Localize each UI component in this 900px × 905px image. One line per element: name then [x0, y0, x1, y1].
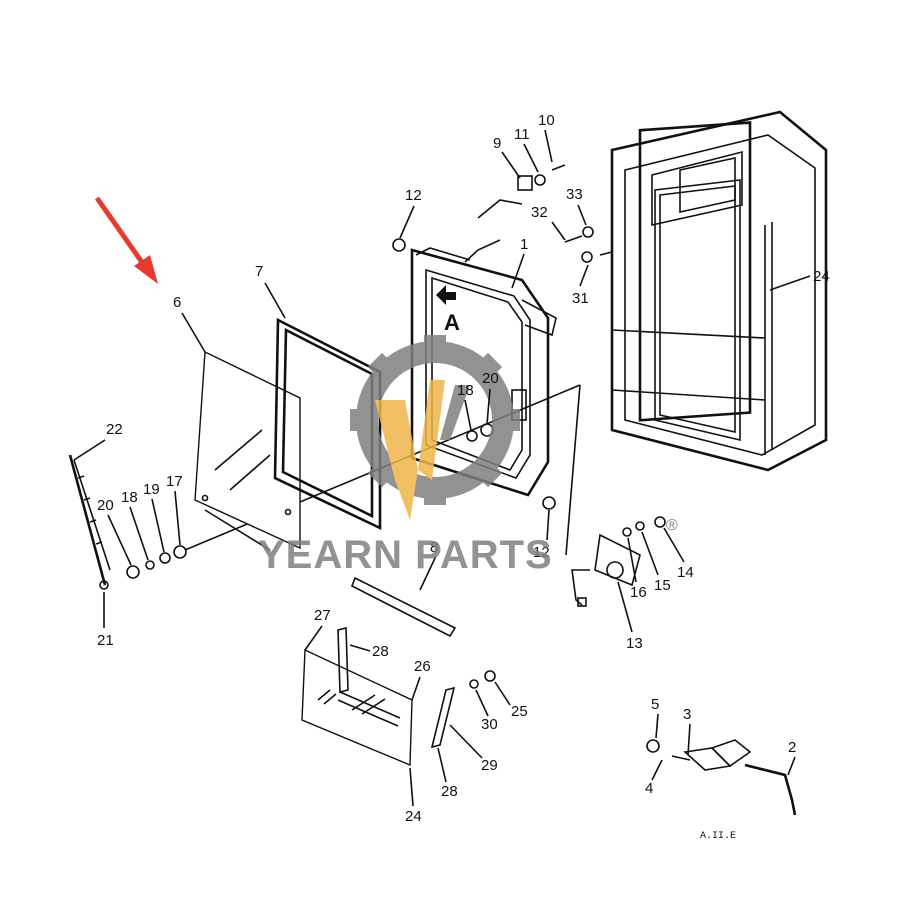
part-labels: 10 11 9 33 32 12 1 31 24 7 6 A 18 20 22 … — [97, 112, 830, 842]
watermark-brand: YEARN PARTS — [258, 533, 553, 577]
label-5: 5 — [651, 696, 659, 713]
window-glass — [194, 350, 301, 550]
label-22: 22 — [106, 421, 123, 438]
label-26: 27 — [314, 607, 331, 624]
watermark-logo — [350, 335, 520, 520]
watermark-text-group: YEARN PARTS ® — [258, 517, 678, 577]
page-code: A.II.E — [700, 831, 736, 842]
label-10: 10 — [538, 112, 555, 129]
label-28a: 28 — [372, 643, 389, 660]
wiper-hardware — [126, 545, 187, 579]
label-20a: 20 — [482, 370, 499, 387]
lower-strips — [337, 626, 496, 749]
label-17: 17 — [166, 473, 183, 490]
red-pointer-arrow — [94, 196, 158, 284]
label-12a: 12 — [405, 187, 422, 204]
label-13: 13 — [626, 635, 643, 652]
cab-body — [599, 110, 828, 472]
wiper-assembly — [68, 454, 111, 590]
label-27: 28 — [441, 783, 458, 800]
label-3: 3 — [683, 706, 691, 723]
label-14: 14 — [677, 564, 694, 581]
lower-glass — [301, 648, 413, 767]
label-18a: 18 — [457, 382, 474, 399]
label-16: 16 — [630, 584, 647, 601]
wiper-motor — [571, 516, 666, 607]
label-20b: 20 — [97, 497, 114, 514]
label-32: 32 — [531, 204, 548, 221]
label-4: 4 — [645, 780, 653, 797]
label-29: 25 — [511, 703, 528, 720]
label-18b: 18 — [121, 489, 138, 506]
label-8: 8 — [430, 539, 438, 556]
registered-mark: ® — [666, 517, 678, 534]
label-19: 19 — [143, 481, 160, 498]
label-24: 24 — [405, 808, 422, 825]
label-21: 21 — [97, 632, 114, 649]
label-7: 7 — [255, 263, 263, 280]
label-33: 33 — [566, 186, 583, 203]
label-6: 6 — [173, 294, 181, 311]
label-25: 26 — [414, 658, 431, 675]
label-12b: 12 — [533, 544, 550, 561]
label-23: 24 — [813, 268, 830, 285]
label-30: 30 — [481, 716, 498, 733]
seal-strip — [351, 576, 457, 638]
view-label-a: A — [444, 310, 460, 335]
label-28b: 29 — [481, 757, 498, 774]
window-seal — [273, 317, 382, 531]
label-31: 31 — [572, 290, 589, 307]
door-handle — [646, 739, 797, 816]
label-2: 2 — [788, 739, 796, 756]
label-leaders — [73, 129, 811, 807]
label-15: 15 — [654, 577, 671, 594]
label-11: 11 — [514, 126, 530, 143]
label-9: 9 — [493, 135, 501, 152]
label-1: 1 — [520, 236, 528, 253]
